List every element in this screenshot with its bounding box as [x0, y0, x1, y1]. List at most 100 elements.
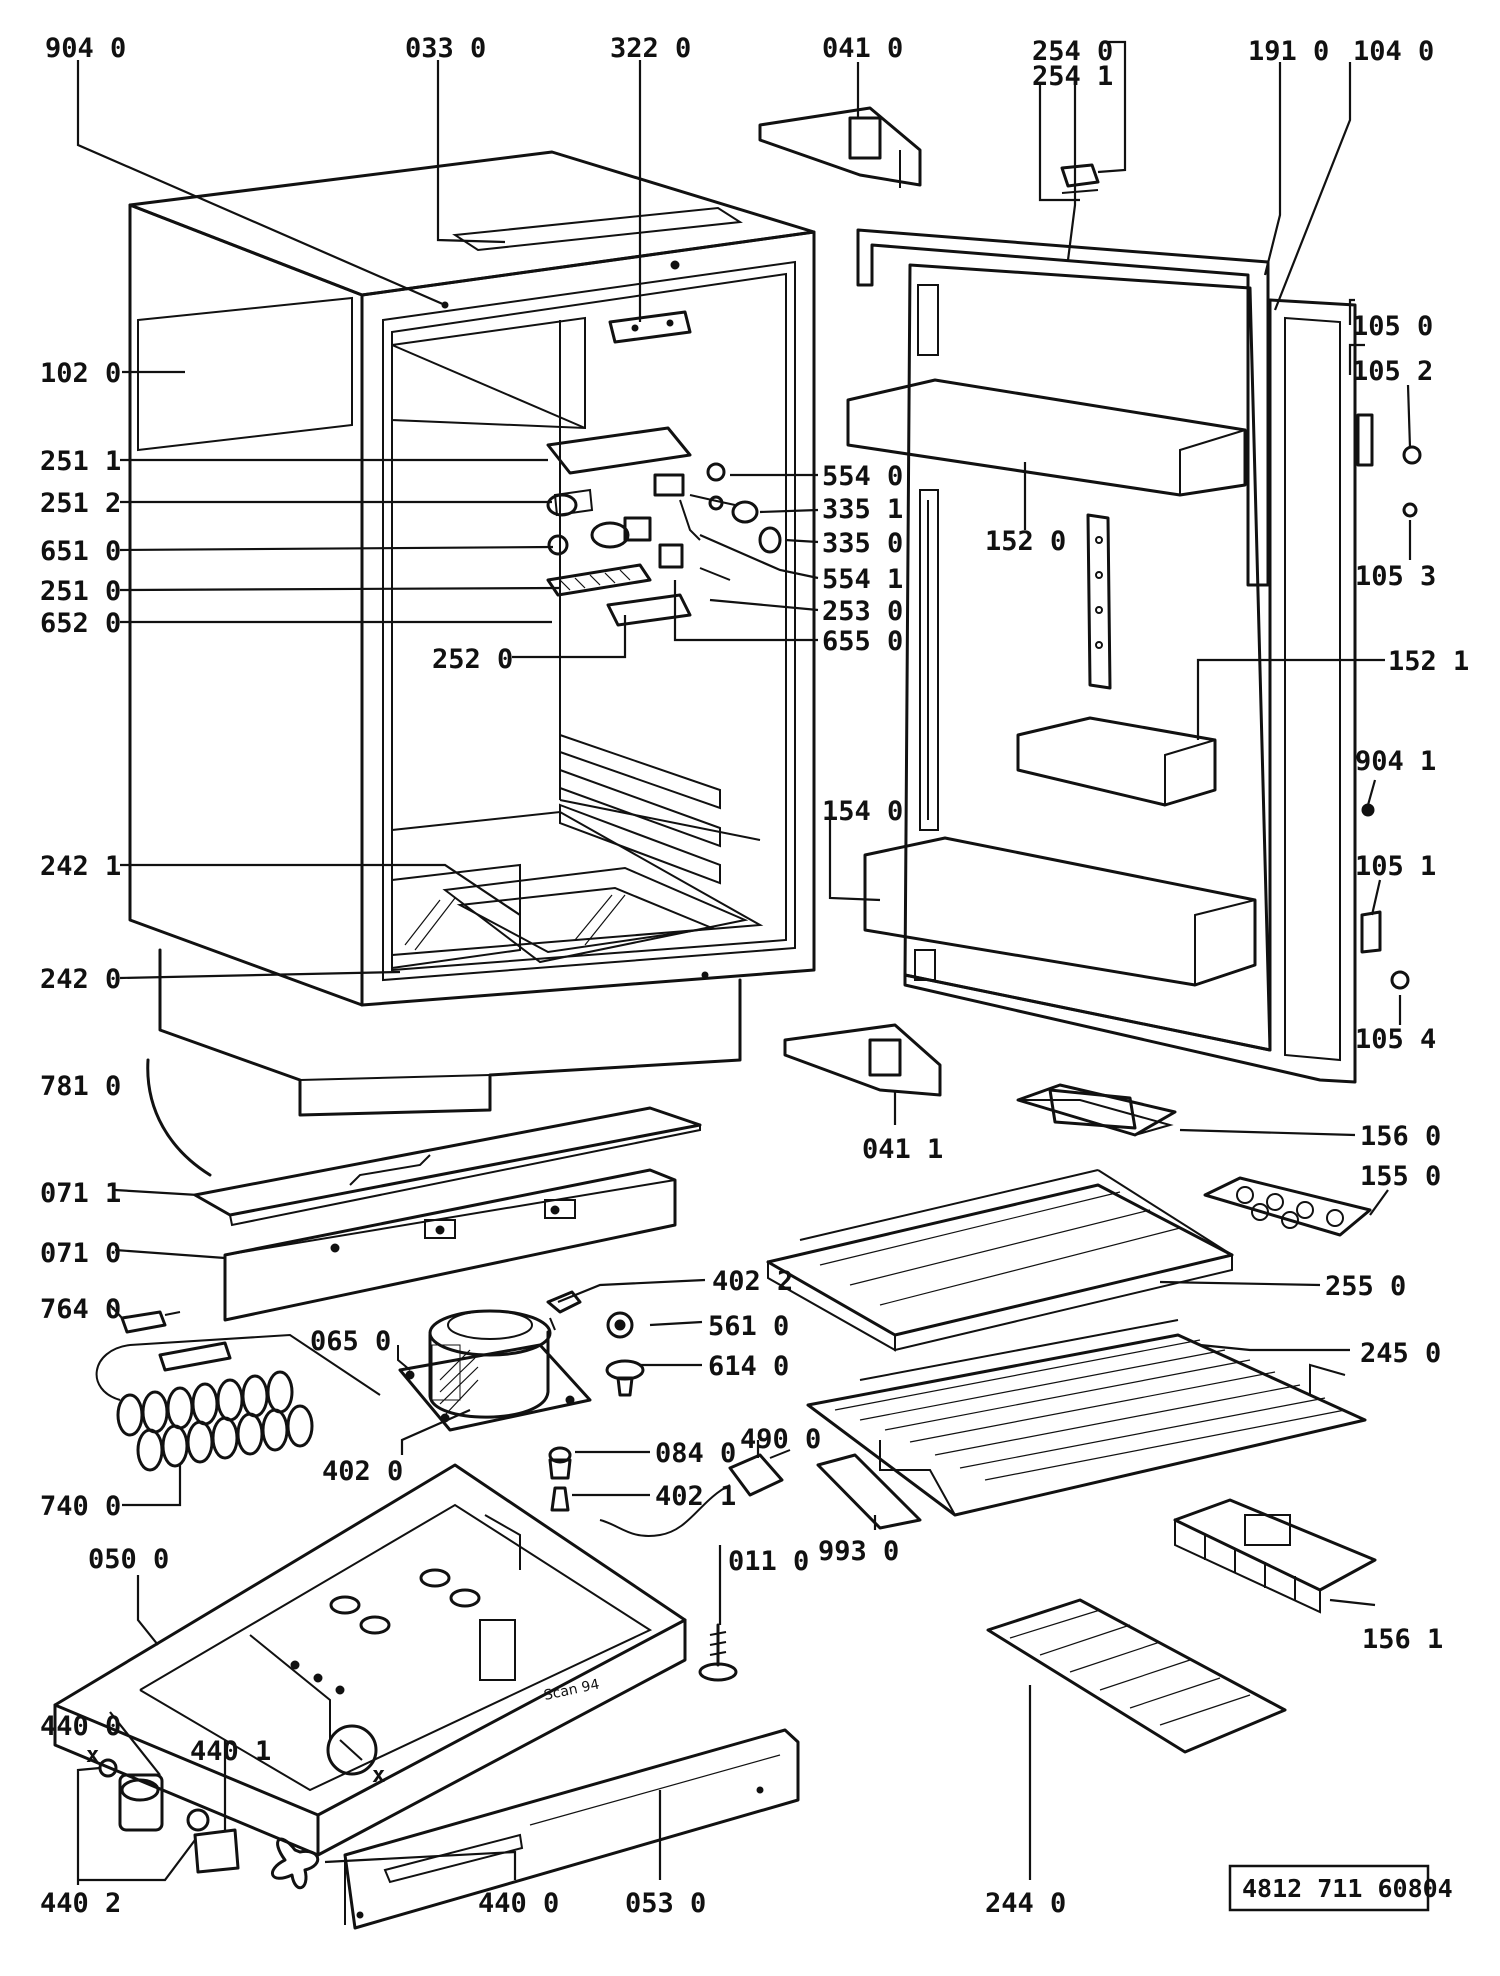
label-440-0-bottom: 440 0 [478, 1888, 559, 1919]
label-071-0: 071 0 [40, 1238, 121, 1269]
label-041-1: 041 1 [862, 1134, 943, 1165]
label-993-0: 993 0 [818, 1536, 899, 1567]
control-group [546, 426, 782, 627]
label-242-1: 242 1 [40, 851, 121, 882]
part-156-0 [1016, 1083, 1177, 1137]
part-041-1 [783, 1023, 942, 1097]
label-402-1: 402 1 [655, 1481, 736, 1512]
label-440-1: 440 1 [190, 1736, 271, 1767]
part-050-0-base [53, 1463, 687, 1857]
label-152-0: 152 0 [985, 526, 1066, 557]
label-071-1: 071 1 [40, 1178, 121, 1209]
label-252-0: 252 0 [432, 644, 513, 675]
part-105-1 [1360, 910, 1382, 954]
label-105-3: 105 3 [1355, 561, 1436, 592]
label-156-1: 156 1 [1362, 1624, 1443, 1655]
part-561-0 [606, 1311, 634, 1339]
label-251-1: 251 1 [40, 446, 121, 477]
label-084-0: 084 0 [655, 1438, 736, 1469]
label-104-0: 104 0 [1353, 36, 1434, 67]
door [846, 228, 1357, 1084]
label-065-0: 065 0 [310, 1326, 391, 1357]
part-071-1 [193, 1106, 702, 1227]
label-561-0: 561 0 [708, 1311, 789, 1342]
label-402-0: 402 0 [322, 1456, 403, 1487]
label-440-0-left: 440 0 [40, 1711, 121, 1742]
mark-x-left: x [86, 1743, 99, 1768]
part-155-0 [1203, 1176, 1372, 1237]
label-255-0: 255 0 [1325, 1271, 1406, 1302]
label-105-1: 105 1 [1355, 851, 1436, 882]
leader-lines [76, 40, 1412, 1885]
label-251-0: 251 0 [40, 576, 121, 607]
label-156-0: 156 0 [1360, 1121, 1441, 1152]
label-105-4: 105 4 [1355, 1024, 1436, 1055]
label-011-0: 011 0 [728, 1546, 809, 1577]
label-655-0: 655 0 [822, 626, 903, 657]
cabinet-body [128, 150, 816, 1117]
part-322-0 [608, 310, 692, 344]
part-993-0 [816, 1453, 922, 1530]
label-105-0: 105 0 [1352, 311, 1433, 342]
label-155-0: 155 0 [1360, 1161, 1441, 1192]
part-440-fan-assembly [98, 1758, 319, 1889]
label-554-0: 554 0 [822, 461, 903, 492]
part-740-0-condenser [116, 1370, 314, 1472]
label-053-0: 053 0 [625, 1888, 706, 1919]
label-251-2: 251 2 [40, 488, 121, 519]
label-740-0: 740 0 [40, 1491, 121, 1522]
part-244-0 [986, 1598, 1287, 1754]
label-244-0: 244 0 [985, 1888, 1066, 1919]
part-402-2 [546, 1290, 582, 1314]
part-490-0-cord [599, 1449, 791, 1537]
label-050-0: 050 0 [88, 1544, 169, 1575]
part-011-0-foot [698, 1623, 738, 1682]
label-242-0: 242 0 [40, 964, 121, 995]
label-614-0: 614 0 [708, 1351, 789, 1382]
part-764-0 [120, 1310, 181, 1334]
part-255-0 [766, 1169, 1234, 1352]
label-322-0: 322 0 [610, 33, 691, 64]
label-335-1: 335 1 [822, 494, 903, 525]
label-652-0: 652 0 [40, 608, 121, 639]
label-245-0: 245 0 [1360, 1338, 1441, 1369]
part-156-1 [1173, 1498, 1377, 1614]
label-440-2: 440 2 [40, 1888, 121, 1919]
label-191-0: 191 0 [1248, 36, 1329, 67]
part-105-2 [1356, 413, 1374, 467]
part-254 [1060, 163, 1100, 188]
reference-number-box: 4812 711 60804 [1228, 1864, 1453, 1912]
part-781-0 [146, 1058, 212, 1177]
label-033-0: 033 0 [405, 33, 486, 64]
label-335-0: 335 0 [822, 528, 903, 559]
label-781-0: 781 0 [40, 1071, 121, 1102]
part-065-0 [95, 1333, 381, 1401]
label-490-0: 490 0 [740, 1424, 821, 1455]
label-105-2: 105 2 [1352, 356, 1433, 387]
label-254-1: 254 1 [1032, 61, 1113, 92]
label-764-0: 764 0 [40, 1294, 121, 1325]
part-041-0 [758, 106, 922, 188]
label-154-0: 154 0 [822, 796, 903, 827]
mark-x-right: x [372, 1763, 385, 1788]
label-253-0: 253 0 [822, 596, 903, 627]
part-614-0 [605, 1359, 645, 1397]
part-402-1 [550, 1486, 570, 1512]
label-402-2: 402 2 [712, 1266, 793, 1297]
part-071-0 [223, 1168, 677, 1322]
label-102-0: 102 0 [40, 358, 121, 389]
part-245-0 [806, 1319, 1367, 1517]
part-402-0-compressor [397, 1309, 592, 1432]
label-651-0: 651 0 [40, 536, 121, 567]
label-904-1: 904 1 [1355, 746, 1436, 777]
label-254-0: 254 0 [1032, 36, 1113, 67]
label-041-0: 041 0 [822, 33, 903, 64]
label-152-1: 152 1 [1388, 646, 1469, 677]
label-904-0: 904 0 [45, 33, 126, 64]
label-554-1: 554 1 [822, 564, 903, 595]
reference-number: 4812 711 60804 [1242, 1874, 1453, 1903]
part-084-0 [548, 1446, 572, 1480]
part-labels: 904 0 033 0 322 0 041 0 254 0 254 1 191 … [40, 33, 1469, 1919]
part-053-0-grille [343, 1728, 800, 1930]
